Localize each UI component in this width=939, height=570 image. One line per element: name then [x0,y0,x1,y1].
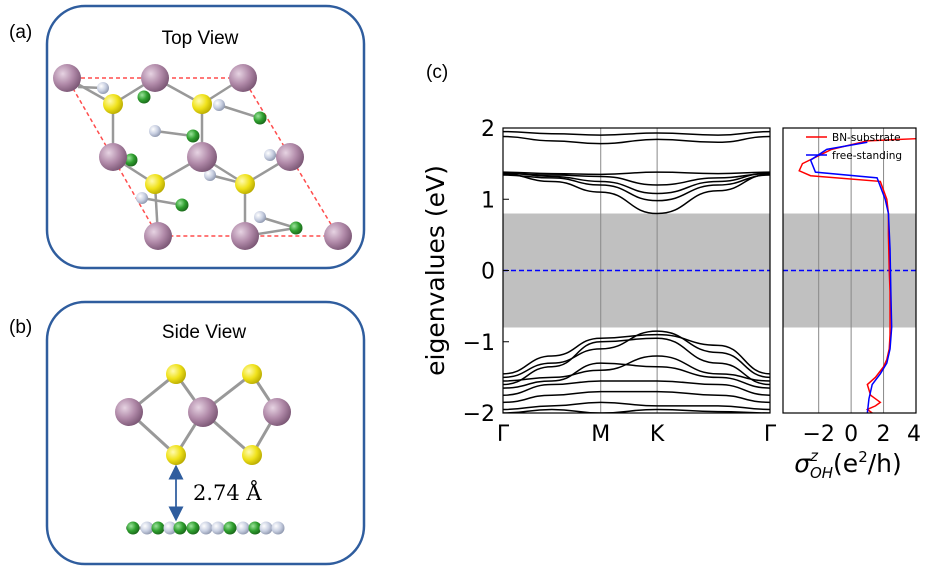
band-line [503,333,770,375]
band-line [503,171,770,176]
bn-substrate-layer [126,521,285,535]
boron-atom [204,169,216,181]
band-line [503,362,770,389]
band-y-tick-label: −2 [463,402,495,427]
band-line [503,173,770,215]
oh-series-lines [798,137,917,414]
oh-x-tick-label: 4 [907,422,921,447]
oh-legend: BN-substrate free-standing [806,132,902,162]
band-x-tick-label: Γ [497,422,510,447]
metal-atom [141,64,169,92]
legend-entry-free-standing: free-standing [832,150,902,162]
band-line [503,401,770,411]
band-line [503,130,770,136]
metal-atom [115,398,143,426]
metal-atom [231,222,259,250]
oh-series-free-standing [809,141,893,414]
nitrogen-atom [253,111,267,125]
band-lines [503,130,770,413]
side-view-title: Side View [162,322,246,343]
metal-atom [187,142,217,172]
panel-c-label: (c) [426,62,448,83]
top-view-title: Top View [162,28,239,49]
nitrogen-atom [186,129,200,143]
chalcogen-atom [235,174,255,194]
nitrogen-atom [137,90,151,104]
band-line [503,337,770,386]
chalcogen-atom [103,94,123,114]
band-line [503,355,770,382]
band-line [503,174,770,202]
band-x-tick-label: Γ [764,422,777,447]
chalcogen-atom [192,94,212,114]
boron-atom [254,211,266,223]
oh-series-bn-substrate [798,137,917,414]
oh-x-tick-label: −2 [802,422,834,447]
interlayer-distance-label: 2.74 Å [193,480,262,505]
band-line [503,172,770,195]
band-y-tick-label: −1 [463,331,495,356]
metal-atom [276,143,304,171]
side-view-frame [45,300,366,566]
boron-atom [213,99,225,111]
metal-atom [99,143,127,171]
boron-atom [136,192,148,204]
band-line [503,135,770,145]
nitrogen-atom [289,221,303,235]
chalcogen-atom [145,174,165,194]
band-y-ticks: −2 −1 0 1 2 [463,117,509,427]
metal-atom [263,398,291,426]
boron-atom [97,82,109,94]
nitrogen-atom [124,153,138,167]
band-line [503,330,770,379]
panel-a-label: (a) [9,22,32,43]
band-line [503,172,770,186]
metal-atom [144,222,172,250]
band-line [503,408,770,413]
band-y-tick-label: 2 [481,117,495,142]
panel-b-label: (b) [9,317,32,338]
metal-atom [53,64,81,92]
chalcogen-atom [166,445,186,465]
band-x-tick-label: M [591,422,610,447]
oh-axes-frame [782,127,917,414]
nitrogen-atom [175,198,189,212]
oh-x-tick-label: 0 [844,422,858,447]
top-view-frame [45,4,366,270]
band-line [503,390,770,404]
band-y-tick-label: 0 [481,260,495,285]
band-y-tick-label: 1 [481,188,495,213]
oh-x-tick-label: 2 [877,422,891,447]
metal-atom [188,397,218,427]
band-x-tick-label: K [650,422,665,447]
band-line [503,380,770,396]
band-structure-plot: −2 −1 0 1 2 Γ M K Γ eigenvalues (eV) [421,117,777,447]
top-view-structure [53,64,352,250]
chalcogen-atom [166,364,186,384]
chalcogen-atom [242,445,262,465]
metal-atom [229,64,257,92]
side-view-structure: 2.74 Å [115,364,291,535]
band-y-axis-label: eigenvalues (eV) [421,165,450,376]
boron-atom [149,125,161,137]
boron-atom [264,149,276,161]
legend-entry-bn-substrate: BN-substrate [832,132,901,144]
chalcogen-atom [242,364,262,384]
metal-atom [324,222,352,250]
